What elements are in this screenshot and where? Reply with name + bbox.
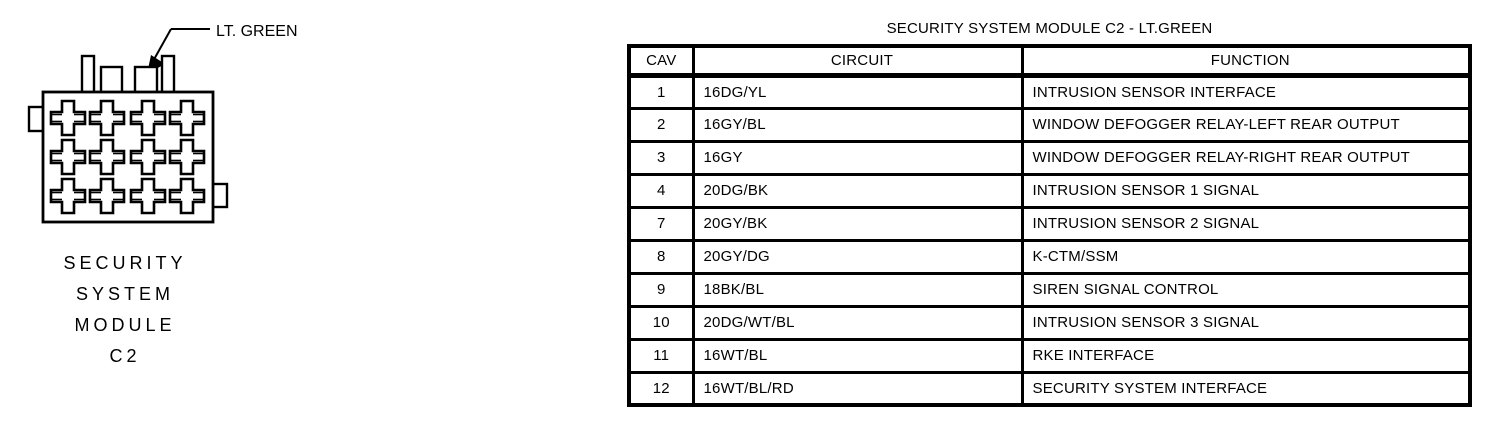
connector-drawing: LT. GREEN xyxy=(27,23,298,224)
table-row: 2 16GY/BL WINDOW DEFOGGER RELAY-LEFT REA… xyxy=(627,106,1472,143)
cav-cell: 11 xyxy=(627,337,695,374)
function-cell: INTRUSION SENSOR 3 SIGNAL xyxy=(1020,304,1472,341)
function-cell: WINDOW DEFOGGER RELAY-RIGHT REAR OUTPUT xyxy=(1020,139,1472,176)
caption-line: SECURITY xyxy=(63,253,187,273)
table-row: 11 16WT/BL RKE INTERFACE xyxy=(627,337,1472,374)
connector-caption: SECURITY SYSTEM MODULE C2 xyxy=(25,248,225,372)
function-cell: SIREN SIGNAL CONTROL xyxy=(1020,271,1472,308)
pinout-section: SECURITY SYSTEM MODULE C2 - LT.GREEN CAV… xyxy=(627,20,1472,407)
cav-cell: 2 xyxy=(627,106,695,143)
circuit-cell: 16GY/BL xyxy=(691,106,1024,143)
table-row: 12 16WT/BL/RD SECURITY SYSTEM INTERFACE xyxy=(627,370,1472,407)
circuit-cell: 20DG/WT/BL xyxy=(691,304,1024,341)
table-header-row: CAV CIRCUIT FUNCTION xyxy=(627,44,1472,78)
cav-cell: 8 xyxy=(627,238,695,275)
circuit-cell: 16WT/BL/RD xyxy=(691,370,1024,407)
connector-color-label: LT. GREEN xyxy=(216,23,298,40)
connector-top-tabs xyxy=(80,54,176,96)
connector-diagram: LT. GREEN xyxy=(0,0,320,436)
column-header-circuit: CIRCUIT xyxy=(691,44,1024,78)
circuit-cell: 20GY/BK xyxy=(691,205,1024,242)
function-cell: K-CTM/SSM xyxy=(1020,238,1472,275)
function-cell: WINDOW DEFOGGER RELAY-LEFT REAR OUTPUT xyxy=(1020,106,1472,143)
cav-cell: 1 xyxy=(627,73,695,110)
table-row: 9 18BK/BL SIREN SIGNAL CONTROL xyxy=(627,271,1472,308)
circuit-cell: 16GY xyxy=(691,139,1024,176)
function-cell: INTRUSION SENSOR INTERFACE xyxy=(1020,73,1472,110)
cav-cell: 7 xyxy=(627,205,695,242)
cav-cell: 10 xyxy=(627,304,695,341)
function-cell: RKE INTERFACE xyxy=(1020,337,1472,374)
pinout-table: CAV CIRCUIT FUNCTION 1 16DG/YL INTRUSION… xyxy=(627,44,1472,407)
table-row: 4 20DG/BK INTRUSION SENSOR 1 SIGNAL xyxy=(627,172,1472,209)
cav-cell: 4 xyxy=(627,172,695,209)
caption-line: SYSTEM xyxy=(75,284,174,304)
cav-cell: 12 xyxy=(627,370,695,407)
table-row: 7 20GY/BK INTRUSION SENSOR 2 SIGNAL xyxy=(627,205,1472,242)
circuit-cell: 20DG/BK xyxy=(691,172,1024,209)
table-row: 3 16GY WINDOW DEFOGGER RELAY-RIGHT REAR … xyxy=(627,139,1472,176)
table-title: SECURITY SYSTEM MODULE C2 - LT.GREEN xyxy=(886,20,1213,37)
table-row: 10 20DG/WT/BL INTRUSION SENSOR 3 SIGNAL xyxy=(627,304,1472,341)
column-header-function: FUNCTION xyxy=(1020,44,1472,78)
function-cell: INTRUSION SENSOR 1 SIGNAL xyxy=(1020,172,1472,209)
cav-cell: 3 xyxy=(627,139,695,176)
function-cell: SECURITY SYSTEM INTERFACE xyxy=(1020,370,1472,407)
circuit-cell: 16DG/YL xyxy=(691,73,1024,110)
function-cell: INTRUSION SENSOR 2 SIGNAL xyxy=(1020,205,1472,242)
table-row: 1 16DG/YL INTRUSION SENSOR INTERFACE xyxy=(627,73,1472,110)
table-row: 8 20GY/DG K-CTM/SSM xyxy=(627,238,1472,275)
column-header-cav: CAV xyxy=(627,44,695,78)
circuit-cell: 18BK/BL xyxy=(691,271,1024,308)
caption-line: C2 xyxy=(109,346,141,366)
caption-line: MODULE xyxy=(74,315,176,335)
circuit-cell: 20GY/DG xyxy=(691,238,1024,275)
circuit-cell: 16WT/BL xyxy=(691,337,1024,374)
cav-cell: 9 xyxy=(627,271,695,308)
